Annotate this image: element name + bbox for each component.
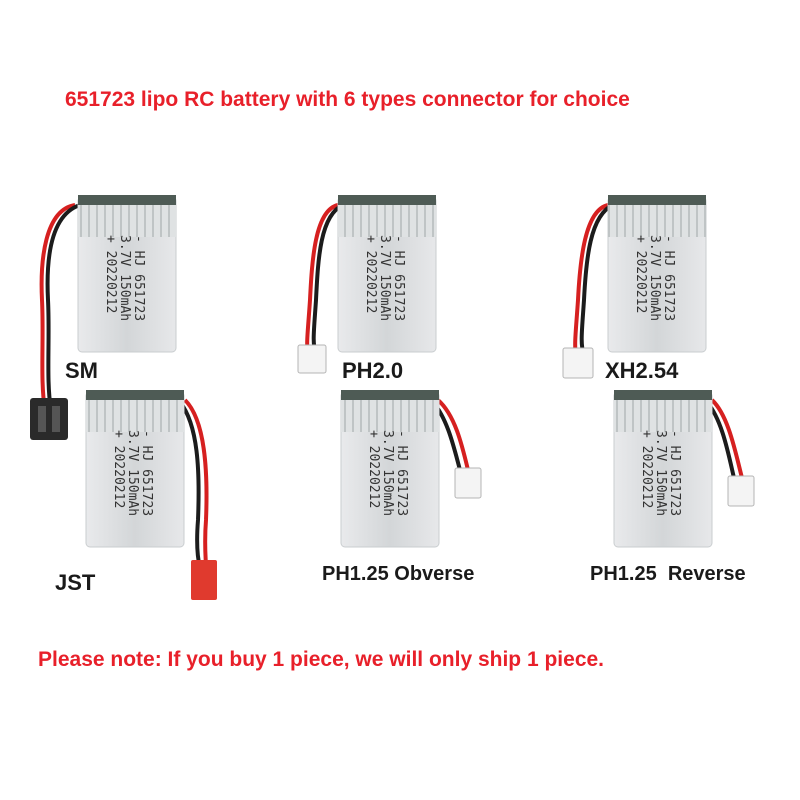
battery-ph125o-line3: + 20220212	[366, 430, 381, 508]
battery-ph125-obverse	[340, 390, 482, 548]
label-jst: JST	[55, 570, 96, 595]
battery-jst	[85, 390, 217, 600]
ph20-connector	[297, 344, 327, 374]
battery-ph20	[297, 195, 437, 374]
label-xh254: XH2.54	[605, 358, 679, 383]
battery-ph125r-line3: + 20220212	[639, 430, 654, 508]
battery-ph125o-line2: 3.7V 150mAh	[380, 430, 395, 516]
label-ph20: PH2.0	[342, 358, 404, 383]
battery-ph125r-line2: 3.7V 150mAh	[653, 430, 668, 516]
label-sm: SM	[65, 358, 98, 383]
xh254-connector	[562, 347, 594, 379]
battery-ph125o-line1: - HJ 651723	[394, 430, 409, 516]
battery-jst-line1: - HJ 651723	[139, 430, 154, 516]
label-ph125-obverse: PH1.25 Obverse	[322, 563, 475, 585]
battery-xh254-line3: + 20220212	[633, 235, 648, 313]
ph125-reverse-connector	[727, 475, 755, 507]
purchase-note: Please note: If you buy 1 piece, we will…	[38, 648, 605, 671]
battery-xh254	[562, 195, 707, 379]
jst-connector	[191, 560, 217, 600]
battery-ph125r-line1: - HJ 651723	[667, 430, 682, 516]
battery-sm	[30, 195, 177, 440]
battery-xh254-line1: - HJ 651723	[661, 235, 676, 321]
battery-sm-line3: + 20220212	[103, 235, 118, 313]
battery-sm-line2: 3.7V 150mAh	[117, 235, 132, 321]
battery-ph20-line1: - HJ 651723	[391, 235, 406, 321]
battery-xh254-line2: 3.7V 150mAh	[647, 235, 662, 321]
battery-sm-line1: - HJ 651723	[131, 235, 146, 321]
label-ph125-reverse: PH1.25 Reverse	[590, 563, 746, 585]
battery-ph20-line3: + 20220212	[363, 235, 378, 313]
battery-ph20-line2: 3.7V 150mAh	[377, 235, 392, 321]
sm-connector	[30, 398, 68, 440]
page-heading: 651723 lipo RC battery with 6 types conn…	[65, 88, 630, 111]
battery-ph125-reverse	[613, 390, 755, 548]
battery-jst-line3: + 20220212	[111, 430, 126, 508]
ph125-obverse-connector	[454, 467, 482, 499]
battery-jst-line2: 3.7V 150mAh	[125, 430, 140, 516]
